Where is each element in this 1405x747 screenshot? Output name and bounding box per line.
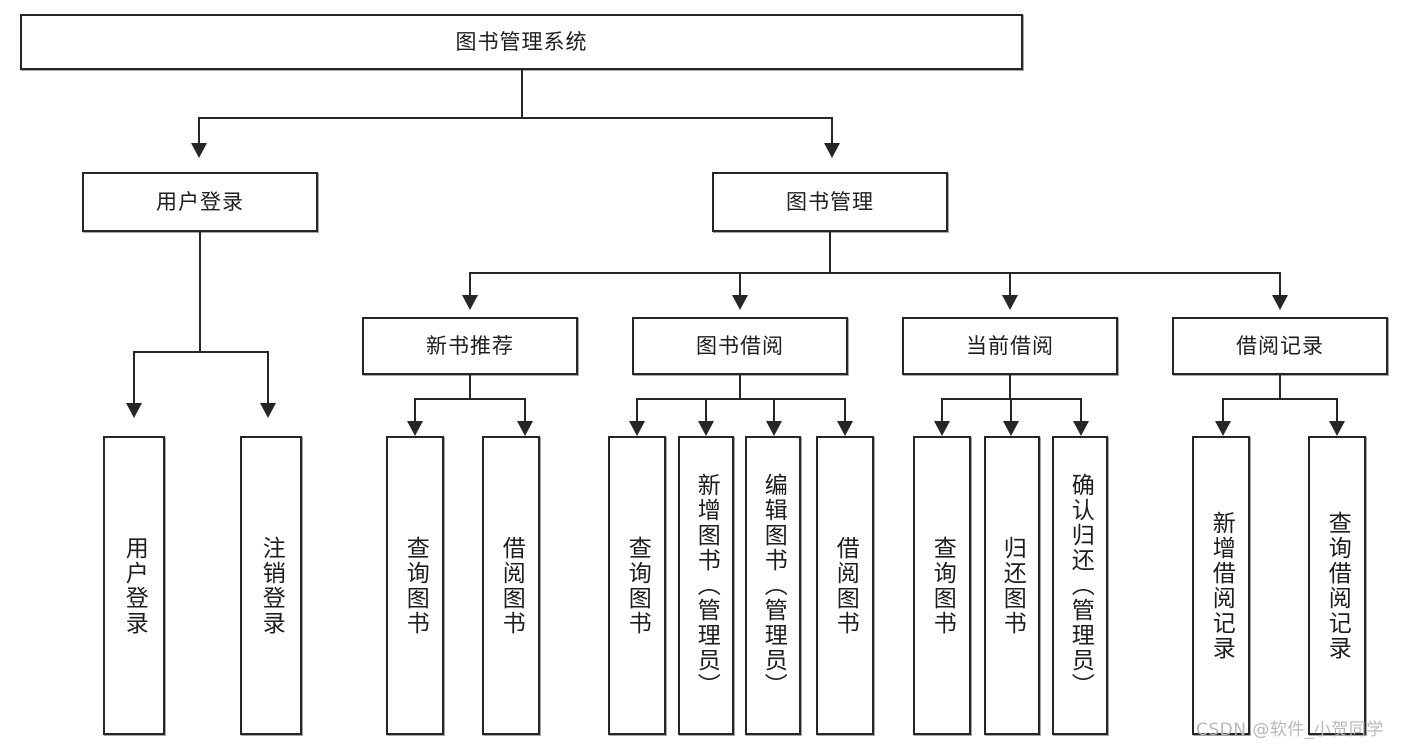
connector-user-login-stem — [199, 232, 201, 352]
node-label: 当前借阅 — [966, 333, 1054, 358]
connector-root-bus — [198, 117, 833, 119]
node-label: 查询图书 — [929, 535, 956, 636]
leaf-confirm-return-admin[interactable]: 确认归还（管理员） — [1052, 436, 1108, 735]
arrowhead-to-user-login — [191, 143, 207, 158]
leaf-query-book-current[interactable]: 查询图书 — [913, 436, 971, 735]
node-label: 借阅记录 — [1236, 333, 1324, 358]
connector-new-book-bus — [414, 398, 526, 400]
connector-book-borrow-stem — [739, 375, 741, 399]
arrowhead-to-add-book — [698, 421, 714, 436]
arrowhead-to-borrow-book-b — [837, 421, 853, 436]
arrowhead-to-borrow-book-a — [517, 421, 533, 436]
connector-current-borrow-drop-1 — [941, 398, 943, 421]
arrowhead-to-query-book-c — [934, 421, 950, 436]
connector-level3-bus — [469, 272, 1281, 274]
node-label: 新书推荐 — [426, 333, 514, 358]
leaf-query-book-borrow[interactable]: 查询图书 — [608, 436, 666, 735]
node-root-book-management-system[interactable]: 图书管理系统 — [20, 14, 1023, 70]
node-label: 查询图书 — [402, 535, 429, 636]
arrowhead-to-new-book-recommend — [462, 295, 478, 310]
connector-book-management-stem — [829, 232, 831, 273]
node-label: 借阅图书 — [498, 535, 525, 636]
node-label: 确认归还（管理员） — [1067, 473, 1094, 698]
arrowhead-to-add-borrow-record — [1215, 421, 1231, 436]
connector-borrow-record-stem — [1279, 375, 1281, 399]
node-label: 归还图书 — [999, 535, 1026, 636]
arrowhead-to-return-book — [1003, 421, 1019, 436]
arrowhead-to-current-borrow — [1002, 295, 1018, 310]
leaf-borrow-book-borrow[interactable]: 借阅图书 — [816, 436, 874, 735]
node-label: 编辑图书（管理员） — [760, 473, 787, 698]
leaf-user-login[interactable]: 用户登录 — [103, 436, 165, 735]
arrowhead-to-borrow-record — [1272, 295, 1288, 310]
connector-level3-drop-4 — [1279, 272, 1281, 295]
node-label: 图书管理系统 — [455, 29, 588, 54]
leaf-return-book[interactable]: 归还图书 — [984, 436, 1040, 735]
leaf-borrow-book-new[interactable]: 借阅图书 — [482, 436, 540, 735]
node-user-login[interactable]: 用户登录 — [82, 172, 318, 232]
node-label: 用户登录 — [121, 535, 148, 636]
arrowhead-to-query-book-a — [407, 421, 423, 436]
connector-root-drop-left — [198, 117, 200, 143]
node-label: 注销登录 — [258, 535, 285, 636]
node-current-borrow[interactable]: 当前借阅 — [902, 317, 1118, 375]
leaf-query-borrow-record[interactable]: 查询借阅记录 — [1308, 436, 1366, 735]
node-label: 用户登录 — [156, 189, 244, 214]
connector-user-login-bus — [133, 351, 268, 353]
leaf-add-borrow-record[interactable]: 新增借阅记录 — [1192, 436, 1250, 735]
csdn-watermark: CSDN @软件_小贺同学 — [1196, 720, 1384, 740]
node-new-book-recommend[interactable]: 新书推荐 — [362, 317, 578, 375]
leaf-query-book-new[interactable]: 查询图书 — [386, 436, 444, 735]
node-label: 借阅图书 — [832, 535, 859, 636]
connector-borrow-record-bus — [1222, 398, 1338, 400]
connector-root-drop-right — [831, 117, 833, 143]
connector-new-book-stem — [469, 375, 471, 399]
leaf-logout[interactable]: 注销登录 — [240, 436, 302, 735]
connector-new-book-drop-1 — [414, 398, 416, 421]
node-borrow-record[interactable]: 借阅记录 — [1172, 317, 1388, 375]
connector-level3-drop-3 — [1009, 272, 1011, 295]
connector-root-stem — [521, 70, 523, 118]
node-label: 新增图书（管理员） — [693, 473, 720, 698]
connector-level3-drop-2 — [739, 272, 741, 295]
arrowhead-to-book-management — [824, 143, 840, 158]
leaf-edit-book-admin[interactable]: 编辑图书（管理员） — [745, 436, 801, 735]
arrowhead-to-user-login-leaf — [126, 403, 142, 418]
connector-book-borrow-drop-2 — [705, 398, 707, 421]
node-label: 新增借阅记录 — [1208, 510, 1235, 661]
connector-current-borrow-drop-2 — [1010, 398, 1012, 421]
connector-book-borrow-drop-4 — [844, 398, 846, 421]
arrowhead-to-query-borrow-record — [1329, 421, 1345, 436]
connector-level3-drop-1 — [469, 272, 471, 295]
connector-user-login-drop-1 — [133, 351, 135, 403]
leaf-add-book-admin[interactable]: 新增图书（管理员） — [678, 436, 734, 735]
connector-borrow-record-drop-2 — [1336, 398, 1338, 421]
arrowhead-to-confirm-return — [1073, 421, 1089, 436]
arrowhead-to-logout-leaf — [260, 403, 276, 418]
node-label: 图书借阅 — [696, 333, 784, 358]
node-label: 图书管理 — [786, 189, 874, 214]
connector-new-book-drop-2 — [524, 398, 526, 421]
node-book-borrow[interactable]: 图书借阅 — [632, 317, 848, 375]
connector-book-borrow-drop-3 — [773, 398, 775, 421]
node-label: 查询图书 — [624, 535, 651, 636]
connector-borrow-record-drop-1 — [1222, 398, 1224, 421]
node-book-management[interactable]: 图书管理 — [712, 172, 948, 232]
arrowhead-to-book-borrow — [732, 295, 748, 310]
connector-book-borrow-drop-1 — [636, 398, 638, 421]
connector-user-login-drop-2 — [267, 351, 269, 403]
connector-book-borrow-bus — [636, 398, 846, 400]
arrowhead-to-query-book-b — [629, 421, 645, 436]
connector-current-borrow-drop-3 — [1080, 398, 1082, 421]
connector-current-borrow-stem — [1009, 375, 1011, 399]
arrowhead-to-edit-book — [766, 421, 782, 436]
node-label: 查询借阅记录 — [1324, 510, 1351, 661]
